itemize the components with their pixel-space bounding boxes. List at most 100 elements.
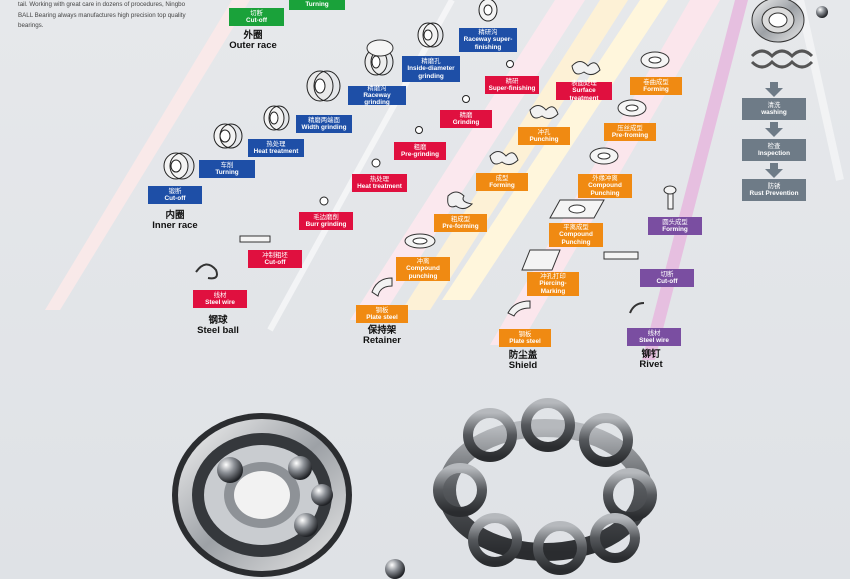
retainer-step-compound: 冲离 Compound punching bbox=[396, 257, 450, 281]
step-zh: 热处理 bbox=[266, 140, 286, 148]
title-en: Retainer bbox=[362, 335, 401, 346]
intro-line: tail. Working with great care in dozens … bbox=[18, 1, 186, 8]
step-en: Forming bbox=[489, 182, 515, 189]
step-zh: 防锈 bbox=[767, 182, 781, 190]
inner-race-step-turning: 车削 Turning bbox=[199, 160, 255, 178]
title-zh: 防尘盖 bbox=[508, 350, 538, 361]
title-en: Steel ball bbox=[197, 325, 239, 336]
final-step-washing: 清洗 washing bbox=[742, 98, 806, 120]
step-zh: 精磨沟 bbox=[367, 84, 387, 92]
rivet-step-forming: 圆头成型 Forming bbox=[648, 217, 702, 235]
rivet-step-cutoff: 切断 Cut-off bbox=[640, 269, 694, 287]
inner-race-step-raceway-grinding: 精磨沟 Raceway grinding bbox=[348, 84, 406, 106]
step-zh: 检查 bbox=[767, 142, 781, 150]
final-step-rust: 防锈 Rust Prevention bbox=[742, 179, 806, 201]
step-en: Pre-grinding bbox=[401, 151, 439, 158]
step-en: Forming bbox=[662, 226, 688, 233]
arrow-down-icon bbox=[770, 122, 778, 128]
title-en: Shield bbox=[508, 360, 538, 371]
step-en: Forming bbox=[643, 86, 669, 93]
shield-step-plate: 钢板 Plate steel bbox=[499, 329, 551, 347]
steel-ball-step-pregrinding: 粗磨 Pre-grinding bbox=[394, 142, 446, 160]
step-en: Turning bbox=[215, 169, 239, 176]
outer-race-step-cutoff: 切断 Cut-off bbox=[229, 8, 284, 26]
step-zh: 切断 bbox=[250, 9, 263, 17]
step-zh: 平离成型 bbox=[563, 224, 589, 232]
step-en: Cut-off bbox=[246, 17, 267, 24]
step-en: Compound punching bbox=[406, 265, 440, 280]
step-zh: 压丝成型 bbox=[617, 124, 643, 132]
step-en: Width grinding bbox=[301, 124, 347, 131]
steel-ball-step-grinding: 精磨 Grinding bbox=[440, 110, 492, 128]
shield-step-forming: 卷曲成型 Forming bbox=[630, 77, 682, 95]
step-en: Cut-off bbox=[164, 195, 186, 202]
retainer-step-preforming: 粗成型 Pre-forming bbox=[434, 214, 487, 232]
title-en: Outer race bbox=[229, 40, 277, 51]
step-en: Cut-off bbox=[656, 278, 678, 285]
step-zh: 成型 bbox=[495, 174, 509, 182]
step-en: Pre-froming bbox=[611, 132, 649, 139]
step-en: Plate steel bbox=[366, 314, 398, 321]
title-zh: 外圈 bbox=[243, 30, 263, 41]
step-zh: 圆头成型 bbox=[662, 218, 688, 226]
step-zh: 车削 bbox=[220, 161, 234, 169]
title-zh: 钢球 bbox=[208, 315, 228, 326]
step-en: Steel wire bbox=[205, 299, 235, 306]
inner-race-parts bbox=[163, 0, 498, 180]
title-zh: 内圈 bbox=[165, 210, 185, 221]
intro-line: BALL Bearing always manufactures high pr… bbox=[18, 11, 186, 19]
inner-race-step-width: 精磨两端面 Width grinding bbox=[296, 115, 352, 133]
arrow-down-icon bbox=[765, 128, 783, 137]
step-zh: 清洗 bbox=[767, 101, 781, 109]
step-zh: 切断 bbox=[660, 270, 674, 278]
step-en: Cut-off bbox=[264, 259, 286, 266]
step-en: Compound Punching bbox=[559, 231, 593, 246]
intro-line: bearings. bbox=[18, 22, 44, 29]
arrow-down-icon bbox=[765, 169, 783, 178]
step-zh: 精磨孔 bbox=[421, 58, 441, 66]
step-zh: 锻断 bbox=[168, 187, 182, 195]
shield-title: 防尘盖 Shield bbox=[488, 350, 558, 371]
step-en: Turning bbox=[305, 1, 329, 9]
retainer-parts bbox=[371, 61, 601, 297]
step-zh: 精研沟 bbox=[478, 29, 498, 37]
step-zh: 表面处理 bbox=[571, 80, 597, 88]
intro-text: tail. Working with great care in dozens … bbox=[18, 0, 218, 32]
step-zh: 冲制粗坯 bbox=[262, 251, 288, 259]
step-zh: 线材 bbox=[213, 291, 227, 299]
step-zh: 冲离 bbox=[416, 258, 430, 266]
steel-ball-step-superfinish: 精研 Super-finishing bbox=[485, 76, 539, 94]
arrow-down-icon bbox=[770, 82, 778, 88]
step-en: washing bbox=[761, 109, 787, 116]
step-en: Rust Prevention bbox=[749, 190, 799, 197]
inner-race-step-heat: 热处理 Heat treatment bbox=[248, 139, 304, 157]
step-en: Steel wire bbox=[639, 337, 669, 344]
final-step-inspection: 检查 Inspection bbox=[742, 139, 806, 161]
step-en: Compound Punching bbox=[588, 182, 622, 197]
step-zh: 外缘冲离 bbox=[592, 175, 618, 183]
step-zh: 粗磨 bbox=[413, 143, 427, 151]
rivet-step-wire: 线材 Steel wire bbox=[627, 328, 681, 346]
steel-ball-step-wire: 线材 Steel wire bbox=[193, 290, 247, 308]
step-zh: 精研 bbox=[505, 77, 519, 85]
step-zh: 冲孔 bbox=[537, 128, 551, 136]
title-zh: 保持架 bbox=[367, 325, 397, 336]
cage-photo bbox=[433, 398, 657, 575]
outer-race-step-turning: Turning bbox=[289, 0, 345, 10]
steel-ball-step-cutoff: 冲制粗坯 Cut-off bbox=[248, 250, 302, 268]
retainer-step-surface: 表面处理 Surface treatment bbox=[556, 80, 612, 102]
steel-ball-parts bbox=[195, 60, 514, 280]
rivet-parts bbox=[603, 185, 677, 314]
shield-parts bbox=[507, 51, 670, 317]
step-zh: 粗成型 bbox=[450, 215, 471, 223]
retainer-step-plate: 钢板 Plate steel bbox=[356, 305, 408, 323]
step-en: Heat treatment bbox=[357, 183, 402, 190]
retainer-title: 保持架 Retainer bbox=[347, 325, 417, 346]
step-en: Raceway super-finishing bbox=[463, 36, 513, 51]
step-zh: 卷曲成型 bbox=[643, 78, 669, 86]
top-right-bearing bbox=[750, 0, 828, 69]
step-en: Plate steel bbox=[509, 338, 541, 345]
retainer-step-punching: 冲孔 Punching bbox=[518, 127, 570, 145]
